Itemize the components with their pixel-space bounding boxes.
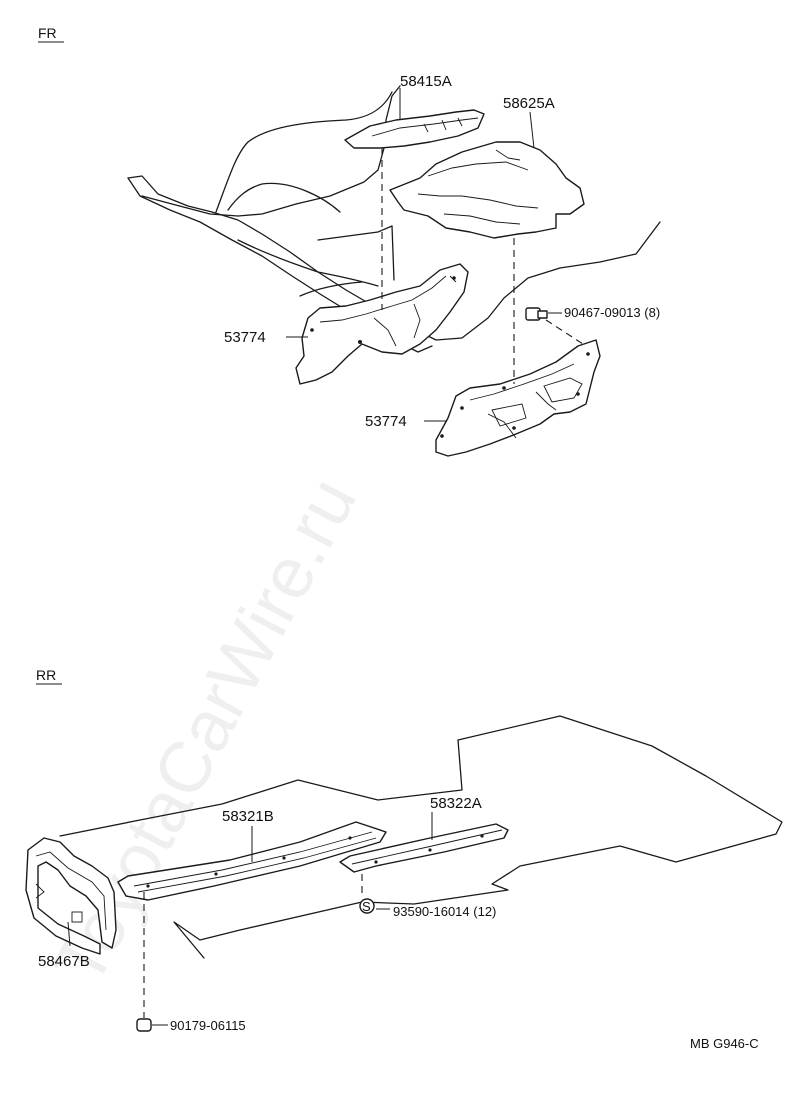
label-58322A: 58322A [430,795,482,812]
assembly-line-90467 [545,319,587,347]
section-label-front: FR [38,25,57,41]
section-label-rear: RR [36,667,56,683]
part-53774-left-protector [295,263,469,385]
part-58625A-insulator [389,141,585,239]
part-90179-clip [136,1018,152,1032]
part-58415A-bracket [344,109,485,149]
screw-symbol: S [362,899,371,914]
part-93590-screw: S [359,898,375,914]
label-53774-left: 53774 [224,329,266,346]
part-90467-bolt [525,307,548,321]
diagram-code: MB G946-C [690,1036,759,1051]
label-58467B: 58467B [38,953,90,970]
watermark-text: ToyotaCarWire.ru [38,465,372,997]
part-58322A-plate [339,823,509,873]
rear-floor-outline [59,715,783,959]
label-53774-right: 53774 [365,413,407,430]
label-90467: 90467-09013 (8) [564,305,660,320]
front-floor-pan [127,85,661,353]
label-58415A: 58415A [400,73,452,90]
label-58321B: 58321B [222,808,274,825]
leader-58467B [67,921,71,947]
part-58467B-trim [25,837,117,955]
label-58625A: 58625A [503,95,555,112]
leader-58625A [529,111,535,149]
part-53774-right-protector [435,339,601,457]
watermark: ToyotaCarWire.ru [38,465,372,997]
label-93590: 93590-16014 (12) [393,904,496,919]
label-90179: 90179-06115 [170,1018,246,1033]
